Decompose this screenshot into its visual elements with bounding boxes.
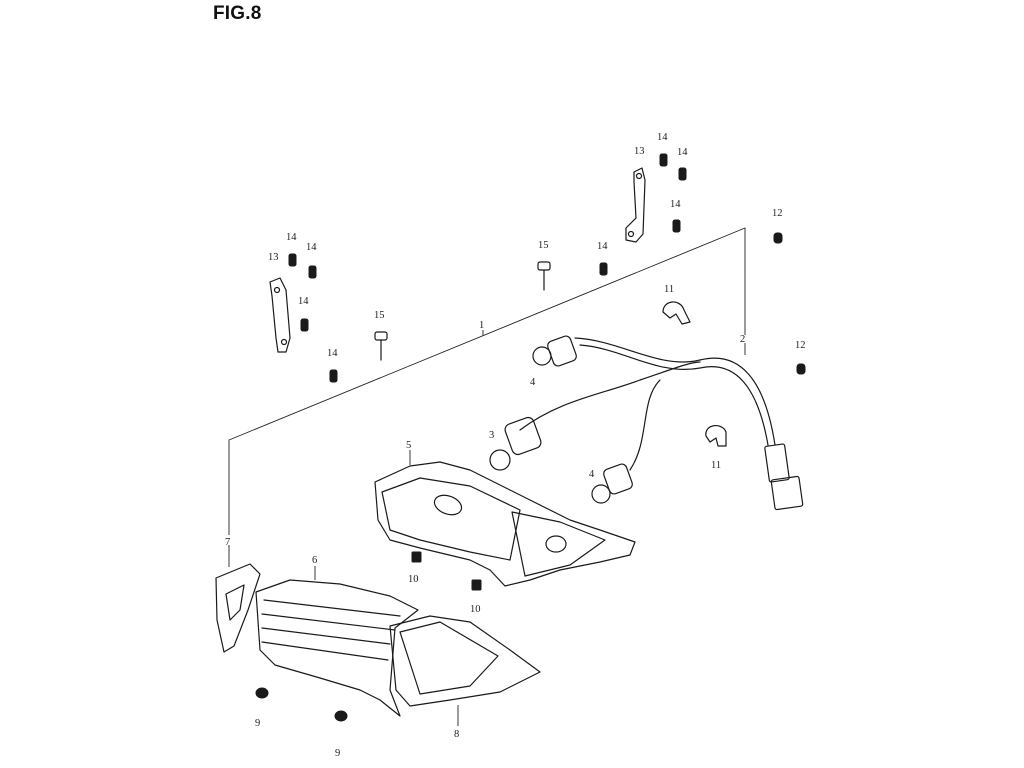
callout-12-upper: 12	[772, 208, 783, 219]
callout-14-f: 14	[677, 147, 688, 158]
fastener-part-10	[411, 551, 482, 591]
callout-14-h: 14	[597, 241, 608, 252]
callout-4-lower: 4	[589, 469, 595, 480]
screw-part-9	[255, 687, 348, 722]
callout-11-upper: 11	[664, 284, 674, 295]
bulb-part-3	[489, 416, 542, 471]
callout-8: 8	[454, 729, 459, 740]
callout-13-right: 13	[634, 146, 645, 157]
callout-14-a: 14	[286, 232, 297, 243]
bolt-part-15	[374, 261, 551, 361]
callout-labels: 1 2 3 4 4 5 6 7 8 9 9 10 10 11 11 12 12 …	[225, 132, 806, 759]
bulb-part-4-lower	[591, 463, 633, 504]
callout-4-upper: 4	[530, 377, 536, 388]
callout-5: 5	[406, 440, 411, 451]
screw-part-14	[288, 153, 687, 383]
lens-part-8	[389, 615, 541, 707]
wire-harness-part-2	[519, 337, 804, 511]
callout-9-left: 9	[255, 718, 260, 729]
callout-10-right: 10	[470, 604, 481, 615]
bracket-left-part-13	[269, 277, 291, 353]
callout-1: 1	[479, 320, 484, 331]
bracket-right-part-13	[625, 167, 646, 243]
callout-9-right: 9	[335, 748, 340, 759]
callout-15-a: 15	[538, 240, 549, 251]
assembly-bracket-1	[228, 227, 746, 535]
figure-title: FIG.8	[213, 3, 262, 24]
leader-lines	[228, 343, 746, 726]
side-cover-part-7	[215, 563, 261, 653]
callout-15-b: 15	[374, 310, 385, 321]
callout-12-lower: 12	[795, 340, 806, 351]
callout-14-e: 14	[657, 132, 668, 143]
callout-10-left: 10	[408, 574, 419, 585]
screw-part-12	[773, 232, 806, 375]
callout-11-lower: 11	[711, 460, 721, 471]
clip-part-11	[662, 301, 727, 447]
callout-14-d: 14	[327, 348, 338, 359]
callout-13-left: 13	[268, 252, 279, 263]
callout-2: 2	[740, 334, 745, 345]
lamp-housing-part-5	[374, 461, 636, 587]
callout-14-c: 14	[298, 296, 309, 307]
callout-6: 6	[312, 555, 317, 566]
callout-7: 7	[225, 537, 230, 548]
callout-3: 3	[489, 430, 494, 441]
bulb-part-4-upper	[532, 335, 577, 367]
callout-14-g: 14	[670, 199, 681, 210]
lens-part-6	[255, 579, 419, 717]
callout-14-b: 14	[306, 242, 317, 253]
